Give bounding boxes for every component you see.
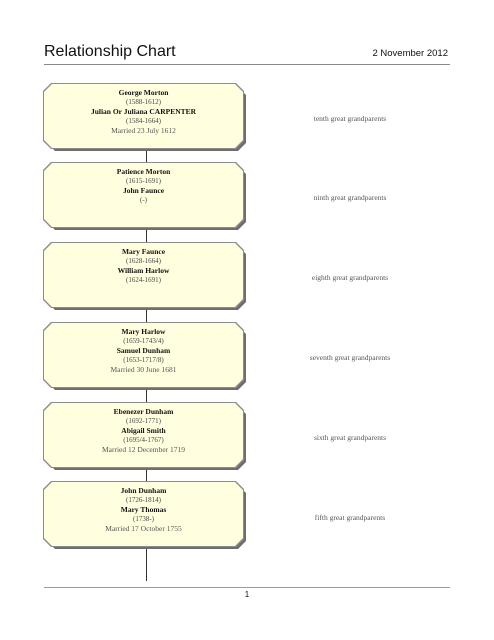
spouse-name: Julian Or Juliana CARPENTER	[90, 107, 197, 116]
marriage-date: Married 23 July 1612	[111, 126, 176, 135]
marriage-date: Married 12 December 1719	[101, 445, 186, 454]
person-box[interactable]: Ebenezer Dunham (1692-1771) Abigail Smit…	[44, 403, 243, 467]
person-name: John Dunham	[120, 486, 167, 495]
spouse-dates: (1584-1664)	[126, 117, 161, 125]
relationship-label: ninth great grandparents	[313, 193, 387, 202]
connector-line	[146, 388, 147, 402]
spouse-name: Abigail Smith	[121, 426, 166, 435]
spouse-dates: (1624-1691)	[126, 276, 161, 284]
spouse-dates: (1653-1717/8)	[123, 356, 164, 364]
person-dates: (1692-1771)	[126, 417, 161, 425]
chart-title: Relationship Chart	[44, 43, 176, 60]
person-dates: (1628-1664)	[126, 257, 161, 265]
footer-divider	[44, 587, 450, 588]
person-name: George Morton	[118, 88, 169, 97]
person-dates: (1588-1612)	[126, 98, 161, 106]
person-box[interactable]: Mary Faunce (1628-1664) William Harlow (…	[44, 243, 243, 307]
page-number: 1	[244, 590, 250, 599]
spouse-name: Samuel Dunham	[116, 346, 171, 355]
spouse-name: William Harlow	[117, 266, 170, 275]
relationship-label: sixth great grandparents	[313, 433, 387, 442]
person-name: Ebenezer Dunham	[113, 407, 174, 416]
relationship-label: tenth great grandparents	[313, 114, 387, 123]
relationship-label: fifth great grandparents	[314, 513, 386, 522]
person-dates: (1726-1814)	[126, 496, 161, 504]
person-name: Mary Faunce	[121, 247, 166, 256]
connector-line	[146, 307, 147, 322]
person-name: Mary Harlow	[121, 327, 166, 336]
spouse-name: John Faunce	[122, 186, 165, 195]
connector-line	[146, 548, 147, 581]
header-divider	[44, 64, 450, 65]
spouse-name: Mary Thomas	[120, 505, 167, 514]
relationship-label: eighth great grandparents	[311, 273, 389, 282]
connector-line	[146, 148, 147, 162]
connector-line	[146, 227, 147, 242]
marriage-date: Married 30 June 1681	[110, 365, 177, 374]
connector-line	[146, 467, 147, 481]
person-name: Patience Morton	[116, 167, 171, 176]
spouse-dates: (-)	[140, 196, 147, 204]
person-box[interactable]: George Morton (1588-1612) Julian Or Juli…	[44, 84, 243, 148]
spouse-dates: (1738-)	[133, 515, 154, 523]
person-box[interactable]: Patience Morton (1615-1691) John Faunce …	[44, 163, 243, 227]
chart-date: 2 November 2012	[372, 48, 448, 59]
relationship-label: seventh great grandparents	[309, 353, 391, 362]
person-box[interactable]: John Dunham (1726-1814) Mary Thomas (173…	[44, 482, 243, 546]
spouse-dates: (1695/4-1767)	[123, 436, 164, 444]
person-dates: (1615-1691)	[126, 177, 161, 185]
person-dates: (1659-1743/4)	[123, 337, 164, 345]
person-box[interactable]: Mary Harlow (1659-1743/4) Samuel Dunham …	[44, 323, 243, 387]
marriage-date: Married 17 October 1755	[105, 524, 182, 533]
